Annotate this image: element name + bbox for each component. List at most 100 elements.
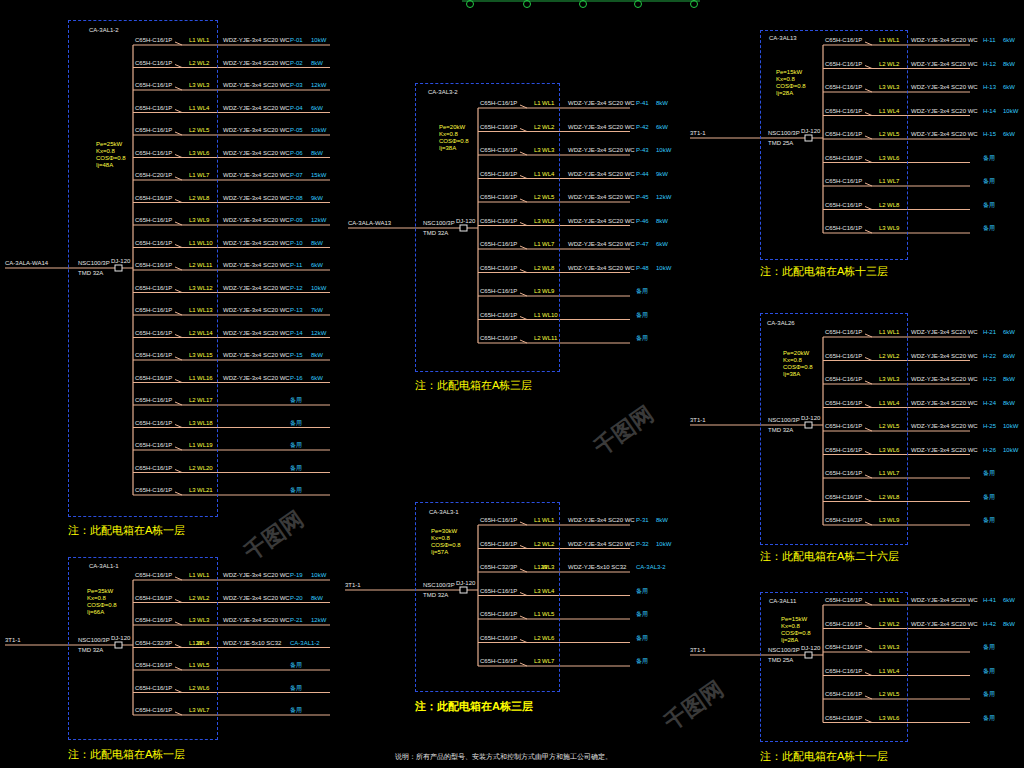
breaker-rating: TMD 32A xyxy=(423,592,448,599)
circuit-number: H-25 xyxy=(983,423,996,430)
breaker-spec: C65H-C16/1P xyxy=(825,621,862,628)
breaker-spec: C65H-C16/1P xyxy=(135,240,172,247)
circuit-wire: WL3 xyxy=(542,147,554,154)
box-name: CA-3AL13 xyxy=(769,35,797,42)
breaker-spec: C65H-C16/1P xyxy=(825,37,862,44)
breaker-spec: C65H-C16/1P xyxy=(135,465,172,472)
box-name: CA-3AL3-1 xyxy=(429,509,459,516)
branch-circuit xyxy=(133,450,330,451)
circuit-wire: WL5 xyxy=(887,691,899,698)
circuit-wire: WL8 xyxy=(197,195,209,202)
branch-circuit xyxy=(823,454,970,455)
load-power: 6kW xyxy=(311,105,323,112)
breaker-symbol xyxy=(520,293,527,296)
circuit-number: H-41 xyxy=(983,597,996,604)
breaker-symbol xyxy=(175,357,182,360)
breaker-symbol xyxy=(865,673,872,676)
circuit-number: P-09 xyxy=(290,217,303,224)
load-parameters: Pe=30kW Kx=0.8 COSΦ=0.8 Ij=57A xyxy=(431,528,463,556)
branch-circuit xyxy=(823,186,970,187)
breaker-symbol xyxy=(520,317,527,320)
branch-circuit xyxy=(478,178,630,179)
load-power: 6kW xyxy=(1003,353,1015,360)
branch-circuit xyxy=(823,162,970,163)
axis-bubble xyxy=(524,1,531,8)
cable-spec: WDZ-YJE-3x4 SC20 WC xyxy=(223,217,290,224)
branch-circuit xyxy=(823,675,970,676)
breaker-symbol xyxy=(520,270,527,273)
cable-spec: WDZ-YJE-3x4 SC20 WC xyxy=(911,108,978,115)
phase: L3 xyxy=(189,707,196,714)
breaker-symbol xyxy=(175,667,182,670)
branch-circuit xyxy=(478,131,630,132)
breaker-symbol xyxy=(175,42,182,45)
breaker-symbol xyxy=(175,177,182,180)
breaker-symbol xyxy=(175,425,182,428)
circuit-number: P-03 xyxy=(290,82,303,89)
breaker-symbol xyxy=(520,546,527,549)
meter-label: DJ-120 xyxy=(111,258,130,265)
breaker-spec: C65H-C16/1P xyxy=(825,61,862,68)
circuit-wire: WL9 xyxy=(887,225,899,232)
branch-circuit xyxy=(823,525,970,526)
breaker-spec: C65H-C16/1P xyxy=(825,668,862,675)
load-power: 8kW xyxy=(311,150,323,157)
load-parameters: Pe=20kW Kx=0.8 COSΦ=0.8 Ij=38A xyxy=(783,350,815,378)
branch-circuit xyxy=(133,427,330,428)
cable-spec: WDZ-YJE-3x4 SC20 WC xyxy=(223,262,290,269)
branch-circuit xyxy=(823,501,970,502)
branch-circuit xyxy=(478,525,630,526)
phase: L3 xyxy=(189,82,196,89)
feeder-target: CA-3AL1-2 xyxy=(290,640,320,647)
circuit-wire: WL1 xyxy=(542,517,554,524)
breaker-symbol xyxy=(175,402,182,405)
phase: L1 xyxy=(534,312,541,319)
breaker-symbol xyxy=(175,200,182,203)
meter-label: DJ-120 xyxy=(801,645,820,652)
cable-spec: WDZ-YJE-3x4 SC20 WC xyxy=(911,597,978,604)
spare-circuit: 备用 xyxy=(290,397,302,404)
branch-circuit xyxy=(478,642,630,643)
circuit-wire: WL20 xyxy=(197,465,213,472)
breaker-symbol xyxy=(865,42,872,45)
breaker-symbol xyxy=(175,645,182,648)
spare-circuit: 备用 xyxy=(290,442,302,449)
breaker-spec: C65H-C16/1P xyxy=(135,397,172,404)
breaker-symbol xyxy=(175,470,182,473)
load-power: 12kW xyxy=(311,330,326,337)
circuit-wire: WL4 xyxy=(542,588,554,595)
cable-spec: WDZ-YJE-5x10 SC32 xyxy=(223,640,281,647)
circuit-number: H-11 xyxy=(983,37,996,44)
circuit-wire: WL3 xyxy=(542,564,554,571)
load-parameters: Pe=20kW Kx=0.8 COSΦ=0.8 Ij=38A xyxy=(439,124,471,152)
circuit-number: P-01 xyxy=(290,37,303,44)
branch-circuit xyxy=(133,360,330,361)
cable-spec: WDZ-YJE-3x4 SC20 WC xyxy=(911,131,978,138)
breaker-symbol xyxy=(520,522,527,525)
spare-circuit: 备用 xyxy=(636,335,648,342)
axis-bubble xyxy=(691,1,698,8)
phase: L1 xyxy=(189,240,196,247)
watermark: 千图网 xyxy=(660,677,728,735)
branch-circuit xyxy=(823,337,970,338)
branch-circuit xyxy=(133,247,330,248)
breaker-symbol xyxy=(175,267,182,270)
breaker-spec: C65H-C16/1P xyxy=(135,707,172,714)
circuit-number: P-13 xyxy=(290,307,303,314)
branch-circuit xyxy=(478,548,630,549)
phase: L3 xyxy=(189,487,196,494)
circuit-number: P-47 xyxy=(636,241,649,248)
busbar xyxy=(822,605,823,723)
breaker-spec: C65H-C16/1P xyxy=(135,285,172,292)
circuit-wire: WL2 xyxy=(887,353,899,360)
breaker-spec: C65H-C16/1P xyxy=(480,171,517,178)
circuit-wire: WL7 xyxy=(887,178,899,185)
breaker-symbol xyxy=(865,334,872,337)
circuit-wire: WL2 xyxy=(542,124,554,131)
breaker-symbol xyxy=(520,152,527,155)
load-power: 8kW xyxy=(1003,400,1015,407)
incoming-feeder xyxy=(690,138,823,139)
circuit-wire: WL4 xyxy=(887,108,899,115)
cable-spec: WDZ-YJE-3x4 SC20 WC xyxy=(223,60,290,67)
phase: L3 xyxy=(534,288,541,295)
